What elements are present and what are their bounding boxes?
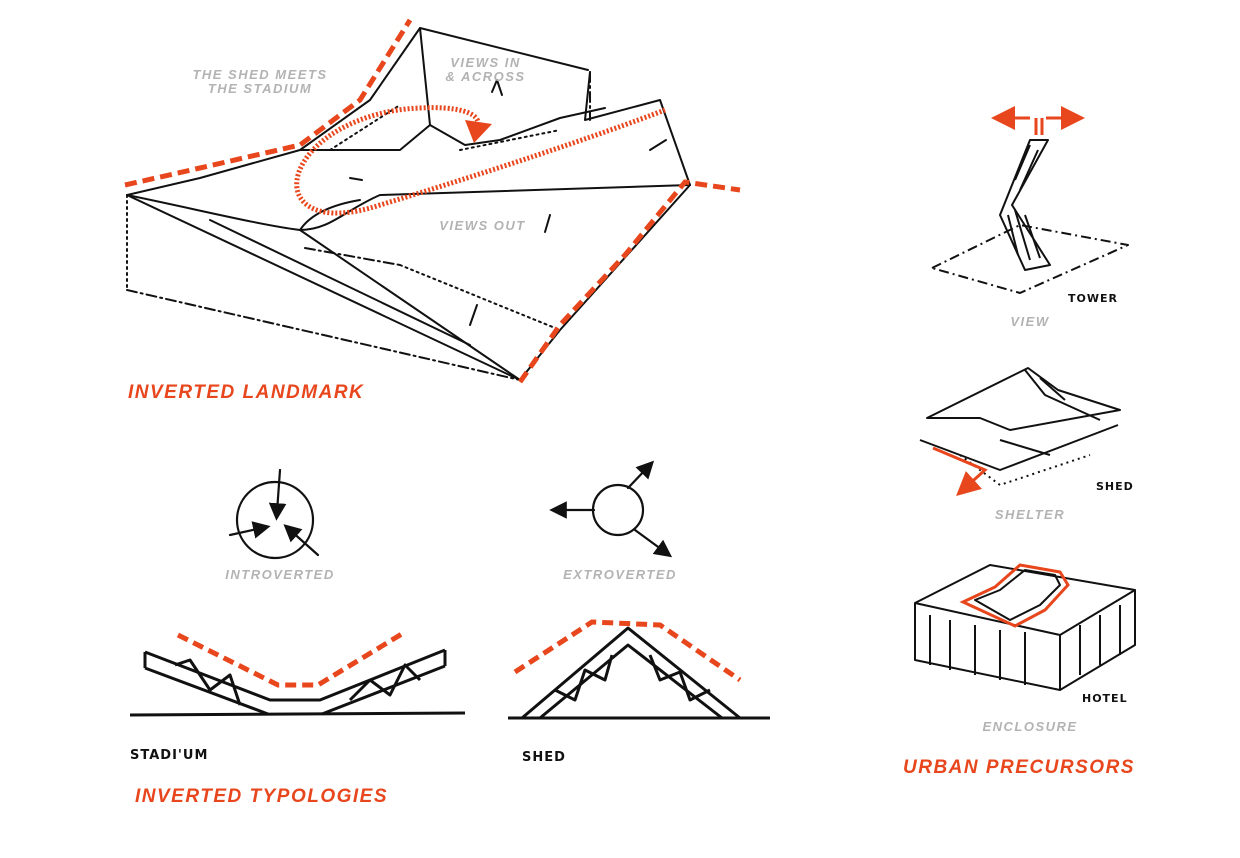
label-views-in-across: VIEWS IN & ACROSS [445, 55, 526, 84]
stadium-truss [129, 648, 466, 717]
shelter-arrow [932, 446, 988, 497]
shed-orange-edge [513, 619, 742, 683]
loop-arrowhead [465, 120, 492, 143]
title-inverted-landmark: INVERTED LANDMARK [128, 382, 365, 403]
stadium-orange-edge [176, 629, 407, 688]
label-views-out: VIEWS OUT [439, 218, 526, 233]
label-stadium: STADI'UM [130, 748, 209, 763]
hotel-orange-void [959, 563, 1070, 628]
label-extroverted: EXTROVERTED [563, 567, 677, 582]
tower-view-arrows [991, 106, 1085, 135]
label-tower: TOWER [1068, 292, 1118, 305]
label-enclosure: ENCLOSURE [982, 719, 1078, 734]
extroverted-symbol [549, 460, 673, 558]
label-hotel: HOTEL [1082, 692, 1128, 705]
landmark-orange-edges [124, 18, 741, 384]
tower-sketch [931, 139, 1129, 294]
label-shed-meets-stadium: THE SHED MEETS THE STADIUM [192, 67, 328, 96]
hotel-sketch [914, 564, 1136, 691]
landmark-sketch [126, 27, 691, 381]
shed-truss [508, 626, 770, 720]
title-inverted-typologies: INVERTED TYPOLOGIES [135, 786, 389, 807]
label-shed-precursor: SHED [1096, 480, 1134, 493]
title-urban-precursors: URBAN PRECURSORS [903, 757, 1135, 778]
landmark-view-loop [294, 105, 666, 216]
label-shed: SHED [522, 750, 566, 765]
introverted-symbol [228, 468, 320, 560]
label-introverted: INTROVERTED [225, 567, 335, 582]
label-view: VIEW [1010, 314, 1050, 329]
label-shelter: SHELTER [994, 507, 1066, 522]
shed-precursor-sketch [919, 367, 1121, 486]
